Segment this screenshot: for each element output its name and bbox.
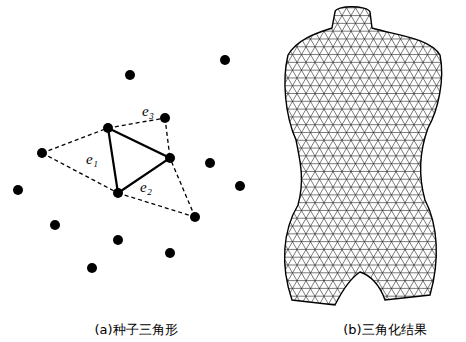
caption: (a)种子三角形 (94, 323, 177, 336)
seed-points (13, 55, 245, 273)
torso-outline (285, 7, 442, 305)
seed-triangle (108, 128, 170, 193)
torso-mesh (0, 0, 466, 320)
caption: (b)三角化结果 (343, 323, 426, 336)
edge-label: e₃ (142, 104, 154, 119)
edge-label: e₁ (86, 152, 98, 167)
edge-label: e₂ (140, 180, 152, 195)
dashed-edges (42, 118, 195, 217)
